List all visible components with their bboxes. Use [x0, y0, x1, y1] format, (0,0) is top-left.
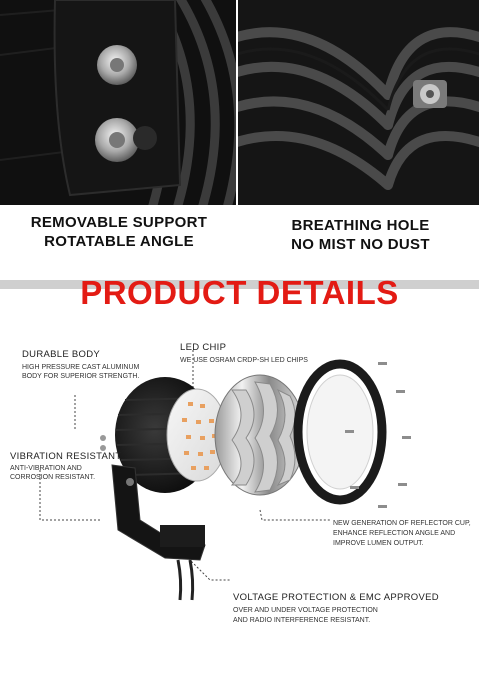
headline-band: [0, 280, 479, 289]
left-caption: REMOVABLE SUPPORT ROTATABLE ANGLE: [0, 213, 238, 251]
voltage-desc1: OVER AND UNDER VOLTAGE PROTECTION: [233, 607, 378, 614]
durable-body-title: DURABLE BODY: [22, 349, 101, 360]
led-chip-title: LED CHIP: [180, 342, 227, 353]
led-chip-desc: WE USE OSRAM CRDP-SH LED CHIPS: [180, 357, 308, 364]
reflector-desc3: IMPROVE LUMEN OUTPUT.: [333, 540, 424, 547]
exploded-product-diagram: [39, 350, 411, 601]
vibration-desc1: ANTI-VIBRATION AND: [10, 465, 82, 472]
bracket-photo: [0, 0, 236, 205]
vibration-title: VIBRATION RESISTANT: [10, 451, 122, 462]
left-caption-line2: ROTATABLE ANGLE: [44, 233, 194, 250]
voltage-desc2: AND RADIO INTERFERENCE RESISTANT.: [233, 617, 371, 624]
durable-body-desc1: HIGH PRESSURE CAST ALUMINUM: [22, 364, 140, 371]
vibration-desc2: CORROSION RESISTANT.: [10, 474, 96, 481]
right-caption-line1: BREATHING HOLE: [291, 217, 430, 234]
durable-body-desc2: BODY FOR SUPERIOR STRENGTH.: [22, 373, 140, 380]
reflector-desc1: NEW GENERATION OF REFLECTOR CUP,: [333, 520, 471, 527]
left-caption-line1: REMOVABLE SUPPORT: [30, 214, 208, 231]
reflector-desc2: ENHANCE REFLECTION ANGLE AND: [333, 530, 456, 537]
right-caption: BREATHING HOLE NO MIST NO DUST: [242, 216, 479, 254]
page-headline: PRODUCT DETAILS: [80, 274, 399, 311]
voltage-title: VOLTAGE PROTECTION & EMC APPROVED: [233, 592, 439, 603]
breathing-hole-photo: [238, 0, 479, 205]
right-caption-line2: NO MIST NO DUST: [291, 236, 430, 253]
